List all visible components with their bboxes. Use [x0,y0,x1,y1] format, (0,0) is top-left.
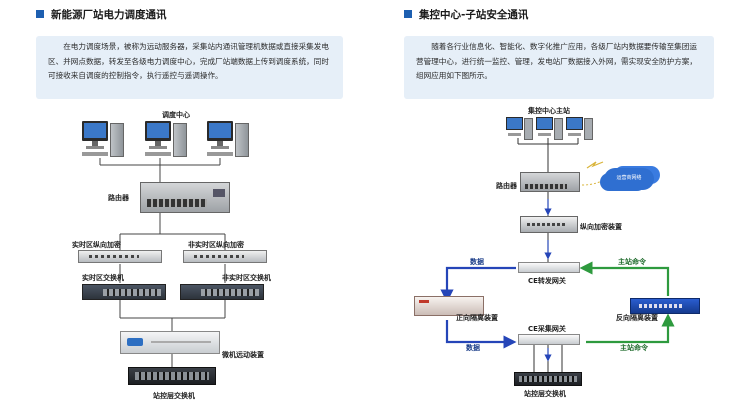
forward-isolation-label: 正向隔离装置 [456,314,498,322]
workstation-icon [536,117,563,140]
title-square-icon [404,10,412,18]
remote-device-label: 微机远动装置 [222,351,264,359]
nonrealtime-switch-label: 非实时区交换机 [222,274,271,282]
forward-isolation-device [414,296,484,316]
left-station-switch-label: 站控层交换机 [153,392,195,400]
right-description: 随着各行业信息化、智能化、数字化推广应用，各级厂站内数据要传输至集团运营管理中心… [404,36,714,99]
realtime-encrypt-label: 实时区纵向加密 [72,241,121,249]
workstation-icon [506,117,533,140]
reverse-isolation-device [630,298,700,314]
ce-forward-gateway-device [518,262,580,273]
realtime-switch-device [82,284,166,300]
remote-terminal-device [120,331,220,354]
right-section-title: 集控中心-子站安全通讯 [404,6,528,22]
left-title-text: 新能源厂站电力调度通讯 [51,8,167,21]
right-router-label: 路由器 [496,182,517,190]
longitudinal-encrypt-label: 纵向加密装置 [580,223,622,231]
reverse-isolation-label: 反向隔离装置 [616,314,658,322]
data-bottom-label: 数据 [466,344,480,352]
nonrealtime-encrypt-label: 非实时区纵向加密 [188,241,244,249]
main-cmd-top-label: 主站命令 [618,258,646,266]
cloud-label: 运营商网络 [616,175,642,181]
dispatch-center-label: 调度中心 [162,111,190,119]
station-switch-device [128,367,216,385]
ce-collect-gateway-device [518,334,580,345]
cloud-icon: 运营商网络 [604,168,654,190]
longitudinal-encryption-device [520,216,578,233]
title-square-icon [36,10,44,18]
workstation-icon [82,121,124,157]
ce-forward-label: CE转发网关 [528,277,566,285]
nonrealtime-encryption-device [183,250,267,263]
ce-collect-label: CE采集网关 [528,325,566,333]
nonrealtime-switch-device [180,284,264,300]
realtime-switch-label: 实时区交换机 [82,274,124,282]
main-station-label: 集控中心主站 [528,107,570,115]
left-description: 在电力调度场景，被称为远动服务器，采集站内通讯管理机数据或直接采集发电区、并网点… [36,36,343,99]
realtime-encryption-device [78,250,162,263]
router-device [520,172,580,192]
main-cmd-bottom-label: 主站命令 [620,344,648,352]
router-label: 路由器 [108,194,129,202]
data-top-label: 数据 [470,258,484,266]
router-device [140,182,230,213]
right-title-text: 集控中心-子站安全通讯 [419,8,529,21]
workstation-icon [207,121,249,157]
right-station-switch-label: 站控层交换机 [524,390,566,398]
workstation-icon [566,117,593,140]
station-switch-device [514,372,582,386]
workstation-icon [145,121,187,157]
left-section-title: 新能源厂站电力调度通讯 [36,6,167,22]
